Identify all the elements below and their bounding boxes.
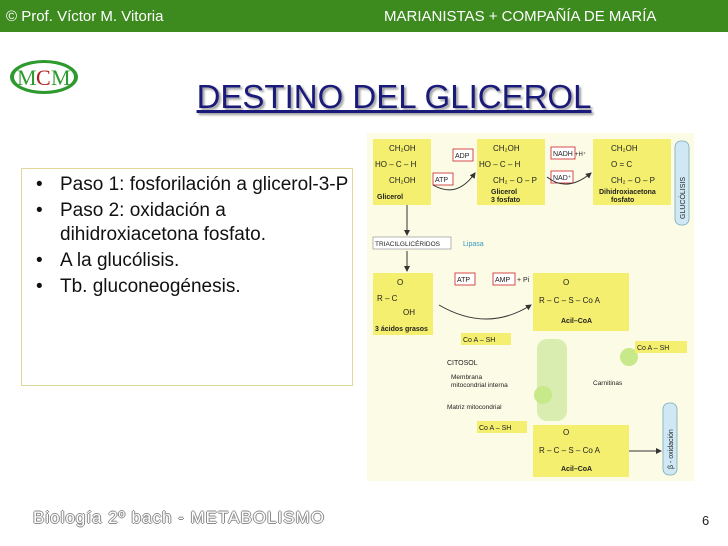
- bullet-item: • Paso 1: fosforilación a glicerol-3-P: [30, 173, 350, 197]
- bullet-dot-icon: •: [36, 174, 43, 195]
- acidos-label: 3 ácidos grasos: [375, 326, 428, 333]
- triacil-label: TRIACILGLICÉRIDOS: [375, 239, 441, 248]
- glicerol-formula-3: CH₂OH: [389, 176, 416, 185]
- coash-3-label: Co A – SH: [479, 425, 511, 432]
- bullet-dot-icon: •: [36, 200, 43, 221]
- mcm-logo: M C M: [10, 60, 78, 94]
- acid-formula-1: O: [397, 278, 403, 287]
- bullet-dot-icon: •: [36, 250, 43, 271]
- slide-title: DESTINO DEL GLICEROL: [196, 78, 592, 115]
- hplus-label: +H⁺: [575, 151, 586, 158]
- footer-course-title: Biología 2º bach - METABOLISMO: [33, 508, 325, 527]
- dhap-box: [593, 139, 671, 205]
- glicerol-formula-2: HO – C – H: [375, 160, 417, 169]
- pi-label: + Pi: [517, 277, 530, 284]
- acilcoa2-formula-2: R – C – S – Co A: [539, 446, 601, 455]
- acilcoa-box: [533, 273, 629, 331]
- membrane-channel: [537, 339, 567, 421]
- carrier-circle-2: [534, 386, 552, 404]
- bullet-text: Tb. gluconeogénesis.: [60, 276, 241, 297]
- author-credit: © Prof. Víctor M. Vitoria: [6, 8, 164, 25]
- glycerol-pathway-diagram: CH₂OH HO – C – H CH₂OH Glicerol CH₂OH HO…: [367, 133, 694, 481]
- citosol-label: CITOSOL: [447, 360, 478, 367]
- dhap-formula-1: CH₂OH: [611, 144, 638, 153]
- bullet-text: Paso 1: fosforilación a glicerol-3-P: [60, 174, 349, 195]
- adp-label: ADP: [455, 153, 470, 160]
- g3p-label-2: 3 fosfato: [491, 197, 520, 204]
- beta-ox-tube: [662, 402, 678, 476]
- dhap-formula-3: CH₂ – O – P: [611, 176, 655, 185]
- acilcoa2-label: Acil–CoA: [561, 466, 592, 473]
- dhap-formula-2: O = C: [611, 160, 632, 169]
- bullet-item: • Paso 2: oxidación a dihidroxiacetona fo…: [30, 199, 350, 247]
- g3p-formula-2: HO – C – H: [479, 160, 521, 169]
- svg-text:M: M: [51, 65, 71, 90]
- bullet-text: Paso 2: oxidación a dihidroxiacetona fos…: [60, 200, 266, 245]
- acidos-box: [373, 273, 433, 335]
- dhap-label-1: Dihidroxiacetona: [599, 189, 656, 196]
- triacil-box: [372, 236, 452, 250]
- bullet-list: • Paso 1: fosforilación a glicerol-3-P • P…: [30, 173, 350, 301]
- glicerol-box: [373, 139, 431, 205]
- g3p-formula-3: CH₂ – O – P: [493, 176, 537, 185]
- acilcoa-formula-1: O: [563, 278, 569, 287]
- carnitinas-label: Carnitinas: [593, 380, 623, 387]
- acilcoa-label: Acil–CoA: [561, 318, 592, 325]
- matriz-label: Matriz mitocondrial: [447, 404, 502, 411]
- glicerol-label: Glicerol: [377, 194, 403, 201]
- bullet-text: A la glucólisis.: [60, 250, 180, 271]
- g3p-formula-1: CH₂OH: [493, 144, 520, 153]
- page-number: 6: [702, 513, 710, 528]
- bullet-item: • Tb. gluconeogénesis.: [30, 275, 350, 299]
- header-bar: © Prof. Víctor M. Vitoria MARIANISTAS + …: [0, 0, 728, 32]
- atp2-label: ATP: [457, 277, 470, 284]
- nadh-label: NADH: [553, 151, 573, 158]
- beta-ox-label: β - oxidación: [668, 429, 675, 469]
- carrier-circle: [620, 348, 638, 366]
- acid-formula-2: R – C: [377, 294, 398, 303]
- acilcoa2-formula-1: O: [563, 428, 569, 437]
- dhap-label-2: fosfato: [611, 197, 634, 204]
- g3p-box: [477, 139, 545, 205]
- nad-label: NAD⁺: [553, 175, 572, 182]
- acid-formula-3: OH: [403, 308, 415, 317]
- coash-2-label: Co A – SH: [637, 345, 669, 352]
- bullet-box: • Paso 1: fosforilación a glicerol-3-P • P…: [21, 168, 353, 386]
- coash-1-label: Co A – SH: [463, 337, 495, 344]
- lipasa-label: Lipasa: [463, 241, 484, 248]
- svg-text:M: M: [17, 65, 37, 90]
- glucolisis-label: GLUCÓLISIS: [678, 177, 687, 219]
- bullet-item: • A la glucólisis.: [30, 249, 350, 273]
- institution-name: MARIANISTAS + COMPAÑÍA DE MARÍA: [384, 8, 657, 25]
- svg-text:C: C: [36, 65, 51, 90]
- g3p-label-1: Glicerol: [491, 189, 517, 196]
- glucolisis-tube: [674, 140, 690, 226]
- bullet-dot-icon: •: [36, 276, 43, 297]
- acilcoa-formula-2: R – C – S – Co A: [539, 296, 601, 305]
- glicerol-formula-1: CH₂OH: [389, 144, 416, 153]
- amp-label: AMP: [495, 277, 511, 284]
- atp-label: ATP: [435, 177, 448, 184]
- acilcoa2-box: [533, 425, 629, 477]
- membrana-label-2: mitocondrial interna: [451, 382, 508, 389]
- membrana-label-1: Membrana: [451, 374, 482, 381]
